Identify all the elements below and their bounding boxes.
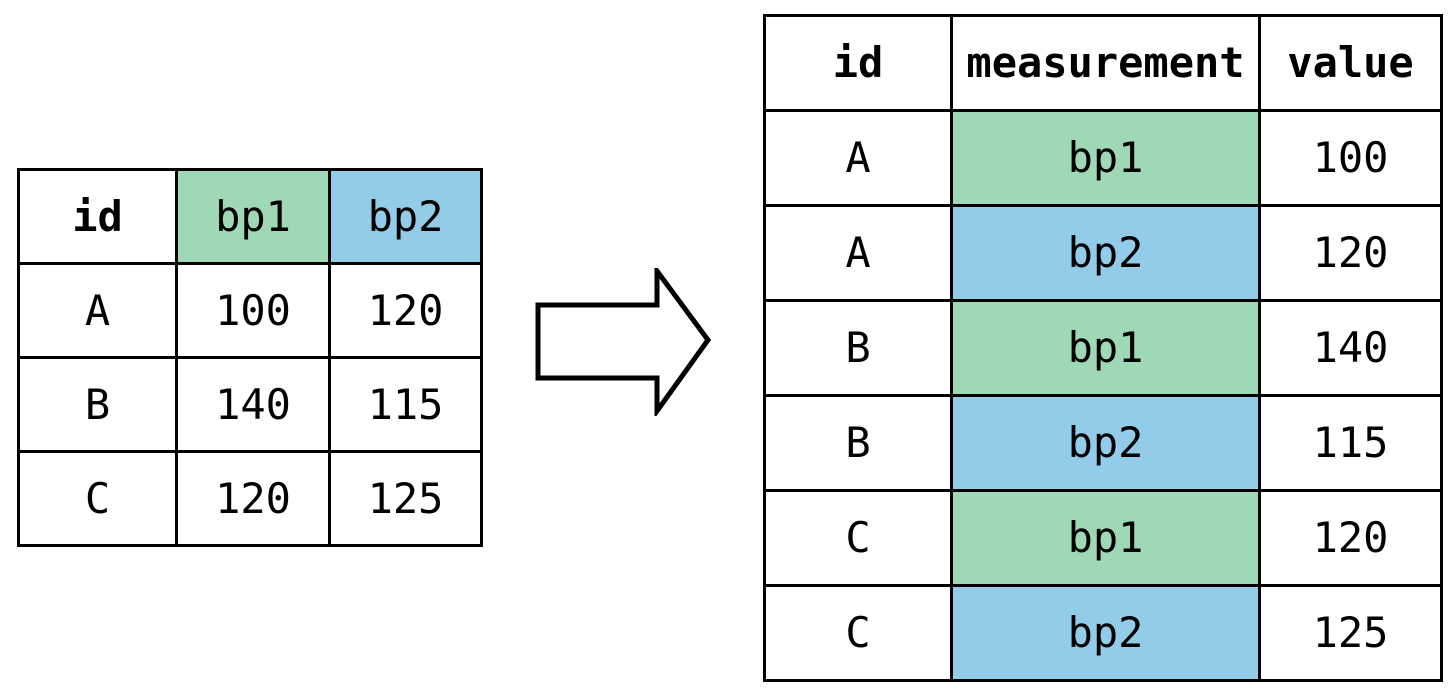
cell-id: C xyxy=(17,450,178,547)
cell-id: A xyxy=(763,204,953,302)
table-row: C bp2 125 xyxy=(763,584,1443,682)
long-header-value: value xyxy=(1258,14,1443,112)
long-table: id measurement value A bp1 100 A bp2 120… xyxy=(763,14,1443,682)
cell-bp1: 140 xyxy=(175,356,331,453)
wide-header-bp1: bp1 xyxy=(175,168,331,265)
long-table-header-row: id measurement value xyxy=(763,14,1443,112)
table-row: C 120 125 xyxy=(17,450,483,547)
cell-id: A xyxy=(17,262,178,359)
long-header-measurement: measurement xyxy=(950,14,1261,112)
cell-measurement: bp1 xyxy=(950,299,1261,397)
cell-id: B xyxy=(763,299,953,397)
table-row: A bp2 120 xyxy=(763,204,1443,302)
table-row: A bp1 100 xyxy=(763,109,1443,207)
cell-measurement: bp2 xyxy=(950,204,1261,302)
cell-bp2: 115 xyxy=(328,356,483,453)
cell-value: 120 xyxy=(1258,489,1443,587)
cell-value: 140 xyxy=(1258,299,1443,397)
right-block-arrow-icon xyxy=(535,268,712,416)
cell-value: 125 xyxy=(1258,584,1443,682)
wide-header-bp2: bp2 xyxy=(328,168,483,265)
cell-value: 120 xyxy=(1258,204,1443,302)
cell-measurement: bp2 xyxy=(950,584,1261,682)
table-row: B bp2 115 xyxy=(763,394,1443,492)
cell-bp2: 120 xyxy=(328,262,483,359)
cell-measurement: bp1 xyxy=(950,489,1261,587)
table-row: A 100 120 xyxy=(17,262,483,359)
cell-id: B xyxy=(763,394,953,492)
cell-value: 100 xyxy=(1258,109,1443,207)
cell-id: A xyxy=(763,109,953,207)
cell-id: C xyxy=(763,584,953,682)
wide-header-id: id xyxy=(17,168,178,265)
wide-table-header-row: id bp1 bp2 xyxy=(17,168,483,265)
cell-id: B xyxy=(17,356,178,453)
cell-bp2: 125 xyxy=(328,450,483,547)
cell-id: C xyxy=(763,489,953,587)
cell-value: 115 xyxy=(1258,394,1443,492)
table-row: B 140 115 xyxy=(17,356,483,453)
table-row: B bp1 140 xyxy=(763,299,1443,397)
table-row: C bp1 120 xyxy=(763,489,1443,587)
cell-measurement: bp2 xyxy=(950,394,1261,492)
wide-table: id bp1 bp2 A 100 120 B 140 115 C 120 125 xyxy=(17,168,483,547)
cell-measurement: bp1 xyxy=(950,109,1261,207)
long-header-id: id xyxy=(763,14,953,112)
cell-bp1: 100 xyxy=(175,262,331,359)
cell-bp1: 120 xyxy=(175,450,331,547)
